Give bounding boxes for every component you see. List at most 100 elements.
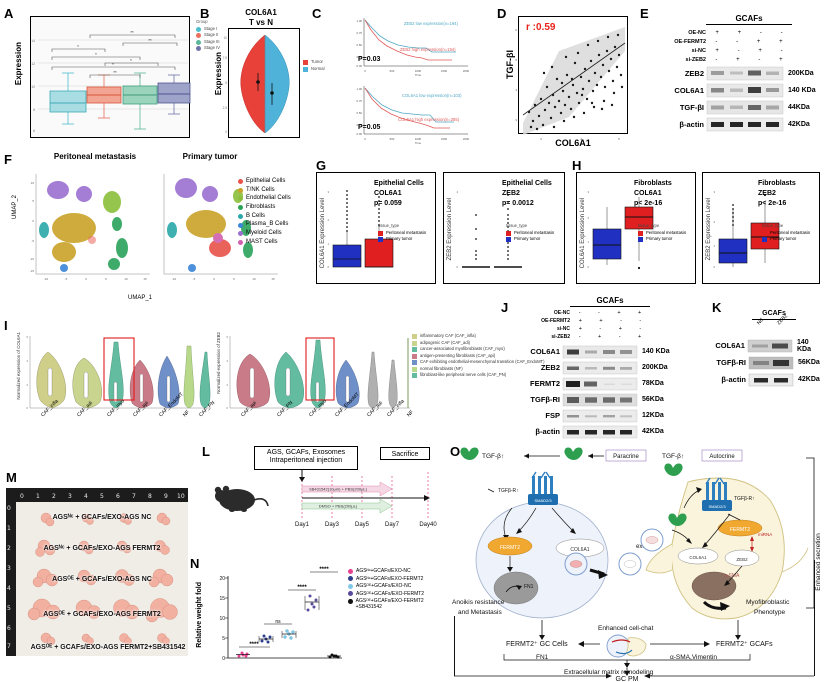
cond-val: + bbox=[779, 38, 783, 45]
tgfb-left-label: TGF-β↑ bbox=[482, 453, 504, 460]
sig-1: **** bbox=[249, 642, 259, 648]
panel-a-legend-item: Stage III bbox=[204, 38, 220, 44]
cond-val: + bbox=[618, 326, 622, 332]
tgfb-receptor-right-icon: SMAD2/3 bbox=[702, 477, 732, 511]
svg-text:2.5: 2.5 bbox=[223, 106, 228, 110]
tgfb-right-label: TGF-β↑ bbox=[662, 453, 684, 460]
panel-h-right-pvalue: p< 2e-16 bbox=[758, 200, 787, 207]
svg-text:**: ** bbox=[113, 70, 117, 75]
panel-f-legend-item: T/NK Cells bbox=[246, 186, 275, 193]
panel-j-cond-name: si-ZEB2 bbox=[551, 334, 570, 340]
panel-f-right-svg: -10 -5 0 5 10 15 bbox=[163, 174, 278, 281]
panel-a-legend-title: Group bbox=[196, 19, 208, 24]
panel-o-label: O bbox=[450, 444, 461, 459]
svg-text:0.75: 0.75 bbox=[357, 31, 363, 35]
panel-e-group-rule bbox=[706, 24, 792, 25]
svg-text:9: 9 bbox=[164, 493, 168, 500]
tgfb-ligand-icon-4 bbox=[668, 513, 687, 526]
svg-text:500: 500 bbox=[390, 137, 395, 141]
blot-name: COL6A1 bbox=[530, 347, 560, 356]
panel-d-xlabel: COL6A1 bbox=[555, 138, 591, 148]
cond-val: - bbox=[715, 38, 718, 45]
receptor-right-label: TGFβ-R↑ bbox=[734, 496, 755, 502]
cond-val: + bbox=[617, 310, 621, 316]
blot-mw: 42KDa bbox=[788, 121, 810, 128]
panel-j-group-label: GCAFs bbox=[596, 296, 624, 305]
panel-i-left-svg: 6 4 2 0 bbox=[27, 335, 211, 410]
panel-b-subtitle: T vs N bbox=[248, 18, 273, 27]
svg-text:3: 3 bbox=[68, 493, 72, 500]
panel-l-timeline: SB431542(10μm) + PBS(200μL) DMSO + PBS(2… bbox=[202, 470, 437, 532]
anoikis-line1: Anoikis resistance bbox=[452, 599, 505, 606]
cond-val: + bbox=[599, 318, 603, 324]
nucleus-right bbox=[691, 571, 737, 601]
svg-text:1: 1 bbox=[36, 493, 40, 500]
svg-text:7.5: 7.5 bbox=[223, 56, 228, 60]
svg-text:6: 6 bbox=[116, 493, 120, 500]
legend-item: Primary tumor bbox=[770, 236, 797, 242]
svg-text:*: * bbox=[77, 44, 79, 49]
day-label-1: Day1 bbox=[295, 522, 310, 528]
panel-d-ylabel: TGF-βI bbox=[505, 50, 515, 79]
panel-h-left-plot: 3 2 1 0 bbox=[576, 172, 696, 284]
panel-h-right-gene: ZEB2 bbox=[758, 190, 776, 197]
panel-o-right-return-line bbox=[814, 560, 815, 676]
panel-j-blots: COL6A1 140 KDa ZEB2 200KDa FERMT2 78KDa … bbox=[498, 344, 698, 439]
svg-text:3: 3 bbox=[515, 118, 517, 122]
legend-item: Peritoneal metastasis bbox=[386, 229, 427, 235]
panel-a-legend-item: Stage IV bbox=[204, 45, 221, 51]
panel-n-label: N bbox=[190, 556, 200, 571]
panel-f-legend-item: Myeloid Cells bbox=[246, 230, 282, 237]
blot-image bbox=[562, 409, 638, 422]
blot-mw: 56KDa bbox=[642, 396, 664, 403]
myofibro-line2: Phenotype bbox=[754, 609, 785, 616]
svg-text:2: 2 bbox=[7, 545, 11, 552]
svg-text:0: 0 bbox=[225, 130, 227, 134]
svg-text:2: 2 bbox=[587, 216, 589, 220]
panel-f-legend-item: Epithelial Cells bbox=[246, 178, 286, 184]
svg-text:2: 2 bbox=[52, 493, 56, 500]
svg-text:1000: 1000 bbox=[415, 69, 422, 73]
panel-h-right-plot: 3 2 1 0 bbox=[702, 172, 820, 284]
panel-i-legend-item: antigen-presenting fibroblasts (CAF_api) bbox=[420, 352, 496, 358]
legend-dot-icon bbox=[196, 33, 201, 39]
panel-g-left-ylabel: COL6A1 Expression Level bbox=[320, 198, 326, 269]
cond-val: - bbox=[715, 56, 718, 63]
fermt2-label-left: FERMT2 bbox=[500, 545, 520, 551]
cond-val: + bbox=[638, 334, 642, 340]
cond-val: - bbox=[780, 47, 783, 54]
svg-text:6: 6 bbox=[7, 625, 11, 632]
panel-a-legend-item: Stage II bbox=[204, 32, 219, 38]
tgfb-ligand-icon bbox=[460, 447, 479, 460]
smad-label-right: SMAD2/3 bbox=[708, 504, 726, 509]
svg-text:8: 8 bbox=[33, 108, 35, 112]
legend-title: tissue_type bbox=[762, 223, 784, 228]
svg-text:0: 0 bbox=[213, 277, 215, 281]
legend-dot-icon bbox=[238, 205, 243, 211]
svg-text:-10: -10 bbox=[30, 257, 35, 261]
blot-mw: 140 KDa bbox=[642, 348, 670, 355]
sma-pathway-label: α-SMA,Vimentin bbox=[670, 654, 717, 661]
panel-l-label: L bbox=[202, 444, 210, 459]
day-label-3: Day3 bbox=[325, 522, 340, 528]
svg-text:-5: -5 bbox=[65, 277, 68, 281]
svg-text:3: 3 bbox=[587, 190, 589, 194]
blot-name: TGFβ-RI bbox=[530, 395, 560, 404]
sma-label: α-SMA bbox=[724, 573, 740, 579]
panel-o-left-return-line bbox=[454, 616, 455, 676]
arrow-top-label: SB431542(10μm) + PBS(200μL) bbox=[309, 487, 368, 492]
panel-k-label: K bbox=[712, 300, 722, 315]
legend-dot-icon bbox=[196, 46, 201, 52]
svg-text:2000: 2000 bbox=[463, 137, 470, 141]
autocrine-label: Autocrine bbox=[709, 454, 735, 460]
panel-d-correlation: r :0.59 bbox=[526, 22, 556, 33]
panel-g-right-legend: tissue_type Peritoneal metastasis Primar… bbox=[506, 223, 554, 244]
svg-text:20: 20 bbox=[219, 576, 225, 582]
svg-text:3: 3 bbox=[7, 565, 11, 572]
svg-text:1500: 1500 bbox=[441, 69, 448, 73]
panel-c-bottom-high-label: COL6A1 high expression(n=285) bbox=[398, 117, 460, 122]
panel-h-left-legend: tissue_type Peritoneal metastasis Primar… bbox=[638, 223, 686, 244]
blot-name: TGF-βI bbox=[679, 103, 704, 112]
panel-i-left-ylabel: Normalized expression of COL6A1 bbox=[16, 332, 21, 400]
svg-text:12: 12 bbox=[31, 62, 35, 66]
